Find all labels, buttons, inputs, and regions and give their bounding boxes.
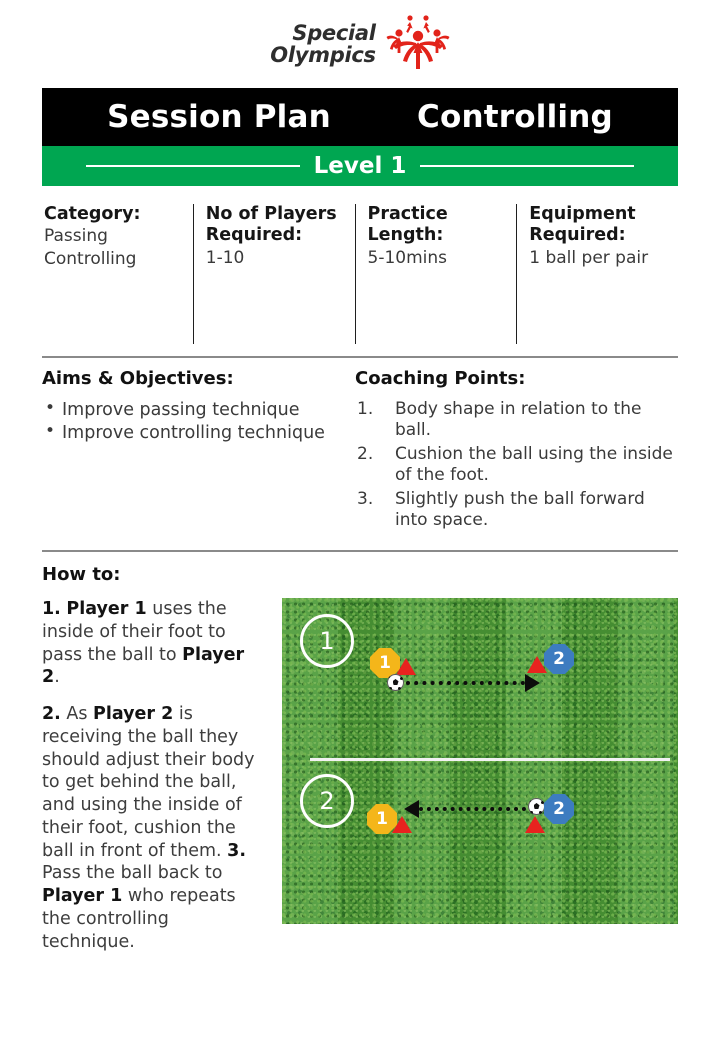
brand-logo: Special Olympics	[0, 0, 720, 88]
drill-1-cone-left-icon	[396, 658, 416, 675]
header-bars: Session Plan Controlling Level 1	[42, 88, 678, 186]
session-topic: Controlling	[417, 99, 613, 135]
how-to-step-2: 2. As Player 2 is receiving the ball the…	[42, 703, 678, 953]
drill-2-cone-right-icon	[525, 816, 545, 833]
logo-word-olympics: Olympics	[270, 43, 376, 67]
how-to-section: How to: 1 1 2 2 1 2 1. Player 1 uses the…	[42, 564, 678, 953]
session-info-table: Category: Passing Controlling No of Play…	[42, 204, 678, 344]
how-to-heading: How to:	[42, 564, 121, 585]
info-value-category-2: Controlling	[44, 248, 137, 269]
info-value-equipment: 1 ball per pair	[529, 247, 649, 268]
step2-lead: As	[60, 704, 94, 724]
logo-wordmark: Special Olympics	[270, 20, 376, 67]
step2-bold-player2: Player 2	[93, 704, 174, 724]
level-label: Level 1	[313, 153, 407, 179]
drill-2-badge: 2	[300, 774, 354, 828]
level-bar: Level 1	[42, 146, 678, 186]
drill-1-cone-right-icon	[527, 656, 547, 673]
aims-list-item: Improve passing technique	[42, 398, 341, 421]
step1-end: .	[54, 667, 60, 688]
special-olympics-figure-icon	[386, 15, 450, 69]
page-title: Session Plan	[107, 99, 331, 135]
level-rule-left	[86, 165, 300, 167]
info-head-equipment-line1: Equipment	[529, 204, 636, 224]
drill-2-ball-icon	[528, 798, 545, 815]
aims-heading: Aims & Objectives:	[42, 368, 234, 389]
coaching-list-item: Body shape in relation to the ball.	[357, 399, 642, 441]
logo-word-special: Special	[292, 20, 376, 45]
how-to-step-1: 1. Player 1 uses the inside of their foo…	[42, 598, 678, 689]
coaching-heading: Coaching Points:	[355, 368, 526, 389]
drill-1-ball-icon	[387, 674, 404, 691]
step1-mid: uses the inside of their foot to pass th…	[42, 599, 227, 665]
drill-2-pass-arrow-icon	[404, 800, 534, 818]
step2-num: 2.	[42, 704, 61, 724]
aims-list-item: Improve controlling technique	[42, 421, 341, 444]
step3-rest: who repeats the controlling technique.	[42, 886, 236, 952]
how-to-body: 1. Player 1 uses the inside of their foo…	[42, 598, 678, 953]
drill-1-pass-arrow-icon	[406, 674, 540, 692]
info-head-length-line2: Length:	[367, 225, 444, 246]
info-head-category: Category:	[44, 204, 141, 224]
step1-bold-player1: Player 1	[66, 599, 147, 619]
info-head-players-line1: No of Players	[205, 204, 337, 224]
info-cell-players: No of Players Required: 1-10	[192, 204, 355, 344]
info-head-length-line1: Practice	[367, 204, 448, 224]
coaching-column: Coaching Points: Body shape in relation …	[355, 368, 678, 550]
step3-bold-player1: Player 1	[42, 886, 123, 906]
coaching-list: Body shape in relation to the ball. Cush…	[355, 399, 678, 531]
info-head-players-line2: Required:	[205, 225, 303, 246]
info-cell-category: Category: Passing Controlling	[42, 204, 193, 344]
coaching-list-item: Cushion the ball using the inside of the…	[357, 443, 673, 486]
drill-1-player-1-marker: 1	[370, 648, 400, 678]
drill-2-cone-left-icon	[392, 816, 412, 833]
section-divider-2	[42, 550, 678, 552]
aims-list: Improve passing technique Improve contro…	[42, 398, 341, 445]
step1-bold-player2: Player 2	[42, 644, 245, 688]
level-rule-right	[420, 165, 634, 167]
drill-2-player-2-marker: 2	[544, 794, 574, 824]
section-divider-1	[42, 356, 678, 358]
aims-column: Aims & Objectives: Improve passing techn…	[42, 368, 355, 550]
info-cell-length: Practice Length: 5-10mins	[354, 204, 517, 344]
step3-lead: Pass the ball back to	[42, 863, 223, 884]
drill-1-player-2-marker: 2	[544, 644, 574, 674]
drill-1-badge: 1	[300, 614, 354, 668]
title-bar: Session Plan Controlling	[42, 88, 678, 146]
step3-num: 3.	[227, 840, 246, 861]
step2-rest: is receiving the ball they should adjust…	[42, 704, 255, 861]
coaching-list-item: Slightly push the ball forward into spac…	[357, 488, 645, 531]
aims-coaching-section: Aims & Objectives: Improve passing techn…	[42, 368, 678, 550]
info-value-category-1: Passing	[44, 226, 108, 247]
info-cell-equipment: Equipment Required: 1 ball per pair	[516, 204, 678, 344]
step1-num: 1.	[42, 599, 61, 619]
info-value-players: 1-10	[205, 247, 245, 268]
drill-diagram: 1 1 2 2 1 2	[282, 598, 678, 924]
info-head-equipment-line2: Required:	[529, 225, 626, 246]
pitch-divider-line	[310, 758, 670, 761]
info-value-length: 5-10mins	[367, 247, 448, 268]
